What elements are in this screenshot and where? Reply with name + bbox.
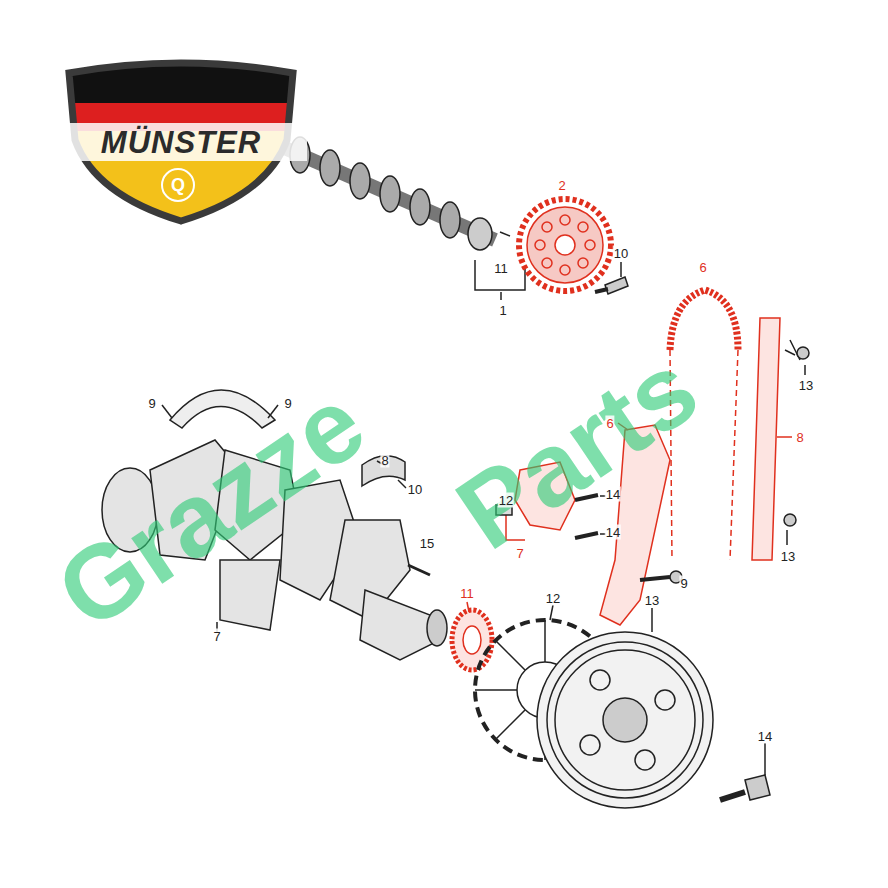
- callout-number: 8: [380, 453, 389, 468]
- callout-number: 10: [613, 246, 629, 261]
- callout-number: 11: [459, 586, 475, 601]
- callout-number: 13: [780, 549, 796, 564]
- brand-badge: Q: [171, 176, 185, 194]
- callout-number: 7: [515, 546, 524, 561]
- callout-number: 15: [419, 536, 435, 551]
- callout-number: 14: [757, 729, 773, 744]
- callout-number: 14: [605, 525, 621, 540]
- callout-number: 9: [147, 396, 156, 411]
- crank-sprocket: [452, 602, 492, 670]
- callout-number: 14: [605, 487, 621, 502]
- callout-number: 7: [212, 629, 221, 644]
- callout-number: 11: [493, 261, 509, 276]
- crank-pulley: [537, 608, 713, 808]
- callout-number: 10: [407, 482, 423, 497]
- callout-number: 6: [605, 416, 614, 431]
- callout-number: 6: [698, 260, 707, 275]
- callout-number: 13: [644, 593, 660, 608]
- callout-number: 13: [798, 378, 814, 393]
- callout-number: 9: [283, 396, 292, 411]
- callout-number: 1: [498, 303, 507, 318]
- cam-sprocket: [519, 199, 611, 291]
- brand-name: MÜNSTER: [101, 127, 261, 158]
- callout-number: 9: [679, 576, 688, 591]
- callout-number: 2: [557, 178, 566, 193]
- callout-number: 12: [545, 591, 561, 606]
- callout-number: 8: [795, 430, 804, 445]
- logo-shield: MÜNSTER Q: [55, 55, 307, 225]
- callout-number: 12: [498, 493, 514, 508]
- logo-badge: Q: [160, 167, 196, 203]
- watermark: Parts: [440, 335, 714, 567]
